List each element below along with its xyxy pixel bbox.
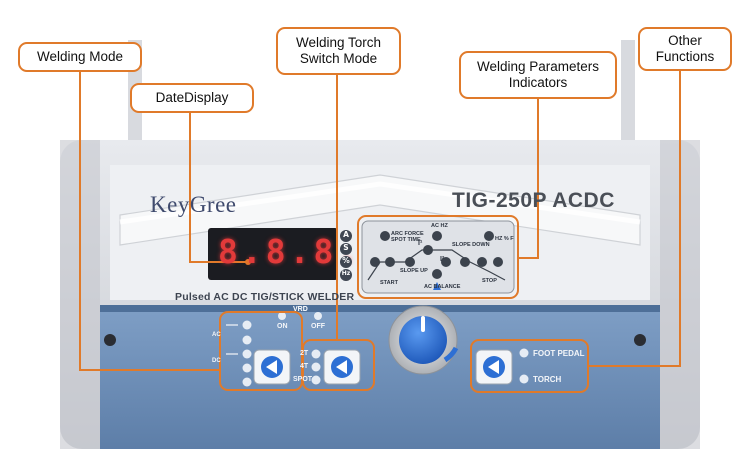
param-hz-percent-label: HZ % F xyxy=(495,236,514,242)
main-control-knob-handle[interactable] xyxy=(399,316,447,364)
callout-params-indicators: Welding Parameters Indicators xyxy=(459,51,617,99)
unit-second-icon: S xyxy=(340,243,352,255)
callout-other-line1: Other xyxy=(668,33,702,48)
param-i2-label: I² xyxy=(440,256,445,263)
main-control-knob xyxy=(399,316,447,364)
unit-amp-icon: A xyxy=(340,230,352,242)
param-ac-hz-label: AC HZ xyxy=(431,223,448,229)
brand-logo: KeyGree xyxy=(150,192,237,217)
callout-other-functions: Other Functions xyxy=(638,27,732,71)
torch-mode-2t-label: 2T xyxy=(300,350,309,357)
param-slope-down-label: SLOPE DOWN xyxy=(452,242,490,248)
torch-label: TORCH xyxy=(533,375,562,384)
vrd-title: VRD xyxy=(293,306,308,313)
torch-mode-4t-label: 4T xyxy=(300,363,309,370)
callout-torch-switch-mode: Welding Torch Switch Mode xyxy=(276,27,401,75)
machine-subtitle: Pulsed AC DC TIG/STICK WELDER xyxy=(175,291,355,303)
mode-ac-label: AC xyxy=(212,332,221,338)
unit-hertz-icon: Hz xyxy=(340,269,352,281)
param-i1-label: I¹ xyxy=(418,240,423,247)
param-start-label: START xyxy=(380,280,398,286)
param-slope-up-label: SLOPE UP xyxy=(400,268,428,274)
param-ac-balance-label: AC BALANCE xyxy=(424,284,461,290)
callout-params-line1: Welding Parameters xyxy=(476,59,600,74)
callout-date-display-text: DateDisplay xyxy=(155,90,229,105)
param-spot-time-label: SPOT TIME xyxy=(391,237,421,243)
torch-mode-spot-label: SPOT xyxy=(293,376,313,383)
other-functions-button[interactable] xyxy=(476,350,512,384)
foot-pedal-label: FOOT PEDAL xyxy=(533,349,585,358)
unit-percent-icon: % xyxy=(340,256,352,268)
callout-welding-mode: Welding Mode xyxy=(18,42,142,72)
callout-date-display: DateDisplay xyxy=(130,83,254,113)
param-stop-label: STOP xyxy=(482,278,497,284)
welding-mode-button[interactable] xyxy=(254,350,290,384)
callout-torch-line1: Welding Torch xyxy=(295,35,382,50)
callout-params-line2: Indicators xyxy=(508,75,568,90)
mode-dc-label: DC xyxy=(212,358,221,364)
torch-switch-mode-button[interactable] xyxy=(324,350,360,384)
vrd-off-label: OFF xyxy=(311,323,325,330)
model-name: TIG-250P ACDC xyxy=(452,189,615,212)
led-display-frame xyxy=(208,228,338,280)
vrd-on-label: ON xyxy=(277,323,288,330)
callout-torch-line2: Switch Mode xyxy=(299,51,378,66)
callout-welding-mode-text: Welding Mode xyxy=(36,49,124,64)
led-display-readout: 8.8.8. xyxy=(218,232,362,271)
param-arc-force-label: ARC FORCE xyxy=(391,231,424,237)
control-panel-blue xyxy=(100,305,660,449)
callout-other-line2: Functions xyxy=(655,49,715,64)
